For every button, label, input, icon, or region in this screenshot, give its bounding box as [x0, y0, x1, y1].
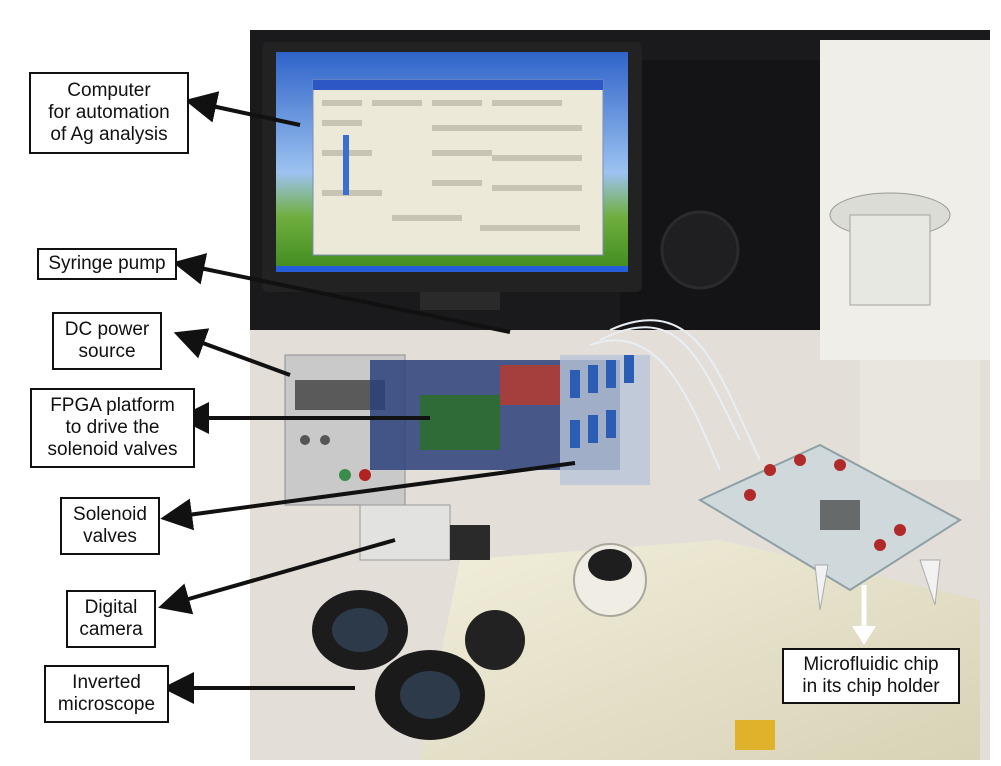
- label-chip-line-1: Microfluidic chip: [803, 654, 939, 675]
- microfluidic-chip-holder: [697, 443, 962, 611]
- label-dc-power-line-2: source: [78, 341, 136, 362]
- eyepieces: [312, 590, 525, 740]
- label-dc-power: DC power source: [52, 312, 162, 370]
- label-chip-line-2: in its chip holder: [802, 676, 940, 697]
- label-computer-line-3: of Ag analysis: [50, 124, 168, 145]
- label-computer-line-1: Computer: [67, 80, 151, 101]
- label-camera-line-1: Digital: [84, 597, 138, 618]
- label-syringe-pump-line-1: Syringe pump: [48, 253, 166, 274]
- label-camera-line-2: camera: [79, 619, 143, 640]
- label-solenoid-line-1: Solenoid: [73, 504, 147, 525]
- label-computer-line-2: for automation: [48, 102, 170, 123]
- annotation-arrows: [158, 91, 576, 704]
- label-fpga-line-3: solenoid valves: [47, 439, 178, 460]
- label-syringe-pump: Syringe pump: [37, 248, 177, 280]
- arrow-camera: [158, 538, 396, 615]
- arrow-chip: [852, 585, 876, 645]
- label-fpga-line-1: FPGA platform: [50, 395, 175, 416]
- inverted-microscope: [420, 40, 990, 760]
- digital-camera: [359, 504, 490, 561]
- caution-label: [735, 720, 775, 750]
- label-microscope-line-2: microscope: [57, 694, 156, 715]
- label-solenoid-line-2: valves: [83, 526, 137, 547]
- label-dc-power-line-1: DC power: [64, 319, 150, 340]
- label-computer: Computer for automation of Ag analysis: [29, 72, 189, 154]
- arrow-computer: [184, 91, 301, 127]
- arrow-solenoid: [160, 461, 576, 531]
- label-chip: Microfluidic chip in its chip holder: [782, 648, 960, 704]
- label-fpga-line-2: to drive the: [65, 417, 160, 438]
- label-fpga: FPGA platform to drive the solenoid valv…: [30, 388, 195, 468]
- tubing: [589, 319, 761, 471]
- arrow-dc-power: [173, 328, 291, 377]
- label-solenoid: Solenoid valves: [60, 497, 160, 555]
- solenoid-valves: [560, 355, 650, 485]
- monitor: [262, 42, 642, 310]
- label-microscope: Inverted microscope: [44, 665, 169, 723]
- arrow-syringe-pump: [172, 253, 511, 334]
- label-camera: Digital camera: [66, 590, 156, 648]
- label-microscope-line-1: Inverted: [72, 672, 141, 693]
